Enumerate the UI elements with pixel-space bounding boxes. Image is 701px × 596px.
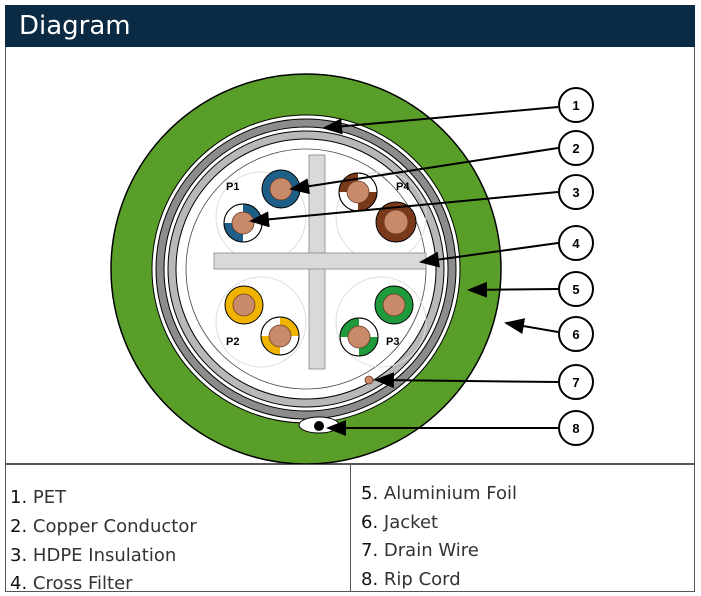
legend-item-5: 5. Aluminium Foil — [361, 483, 517, 504]
legend-item-8: 8. Rip Cord — [361, 569, 461, 590]
page-title: Diagram — [5, 5, 695, 47]
legend-text: Aluminium Foil — [383, 483, 517, 504]
legend-text: Drain Wire — [383, 540, 479, 561]
callout-arrow-1 — [322, 106, 559, 135]
svg-text:4: 4 — [572, 236, 580, 251]
svg-text:7: 7 — [572, 375, 579, 390]
callout-arrow-2 — [289, 147, 559, 195]
pair-p2: P2 — [224, 285, 300, 356]
legend-item-2: 2. Copper Conductor — [10, 516, 197, 537]
pair-p4: P4 — [338, 172, 417, 243]
legend-item-4: 4. Cross Filter — [10, 573, 133, 594]
legend-text: Jacket — [383, 512, 439, 533]
callout-arrow-4 — [419, 242, 559, 268]
legend-number: 8. — [361, 569, 379, 590]
callout-arrows — [249, 106, 559, 436]
legend-text: Cross Filter — [32, 573, 133, 594]
callout-arrow-6 — [504, 318, 559, 334]
pair-label-p4: P4 — [396, 181, 410, 193]
pair-p3: P3 — [339, 285, 414, 357]
callout-7: 7 — [558, 364, 594, 400]
legend-item-6: 6. Jacket — [361, 512, 438, 533]
svg-text:6: 6 — [572, 327, 579, 342]
legend-item-7: 7. Drain Wire — [361, 540, 479, 561]
legend-text: Copper Conductor — [32, 516, 197, 537]
legend-column-left: 1. PET 2. Copper Conductor 3. HDPE Insul… — [6, 465, 350, 594]
legend-number: 3. — [10, 545, 28, 566]
callout-2: 2 — [558, 130, 594, 166]
legend: 1. PET 2. Copper Conductor 3. HDPE Insul… — [5, 464, 695, 594]
pair-label-p3: P3 — [386, 336, 399, 348]
callout-4: 4 — [558, 225, 594, 261]
cable-diagram-svg: P1 P4 P2 — [110, 73, 594, 464]
legend-column-right: 5. Aluminium Foil 6. Jacket 7. Drain Wir… — [350, 465, 695, 591]
callout-arrow-5 — [467, 281, 559, 298]
legend-number: 5. — [361, 483, 379, 504]
rip-cord — [314, 421, 324, 431]
legend-text: Rip Cord — [383, 569, 461, 590]
svg-text:3: 3 — [572, 185, 579, 200]
callout-5: 5 — [558, 271, 594, 307]
callout-6: 6 — [558, 316, 594, 352]
callout-1: 1 — [558, 87, 594, 123]
legend-number: 7. — [361, 540, 379, 561]
legend-number: 4. — [10, 573, 28, 594]
legend-item-3: 3. HDPE Insulation — [10, 545, 176, 566]
svg-text:2: 2 — [572, 141, 579, 156]
pair-label-p1: P1 — [226, 181, 239, 193]
callout-arrow-7 — [374, 372, 559, 389]
svg-text:1: 1 — [572, 98, 579, 113]
legend-number: 6. — [361, 512, 379, 533]
callout-8: 8 — [558, 410, 594, 446]
svg-text:5: 5 — [572, 282, 579, 297]
cross-filter-center — [310, 254, 324, 268]
callout-arrow-3 — [249, 191, 559, 228]
pair-outline-p2 — [215, 276, 307, 368]
pair-label-p2: P2 — [226, 336, 239, 348]
diagram-card: Diagram — [5, 5, 695, 594]
legend-item-1: 1. PET — [10, 487, 66, 508]
legend-text: PET — [32, 487, 67, 508]
legend-number: 2. — [10, 516, 28, 537]
legend-number: 1. — [10, 487, 28, 508]
drain-wire — [364, 375, 374, 385]
callout-3: 3 — [558, 174, 594, 210]
pair-outline-p3 — [335, 276, 427, 368]
cable-cross-section: P1 P4 P2 — [5, 47, 695, 464]
svg-text:8: 8 — [572, 421, 579, 436]
legend-text: HDPE Insulation — [32, 545, 177, 566]
